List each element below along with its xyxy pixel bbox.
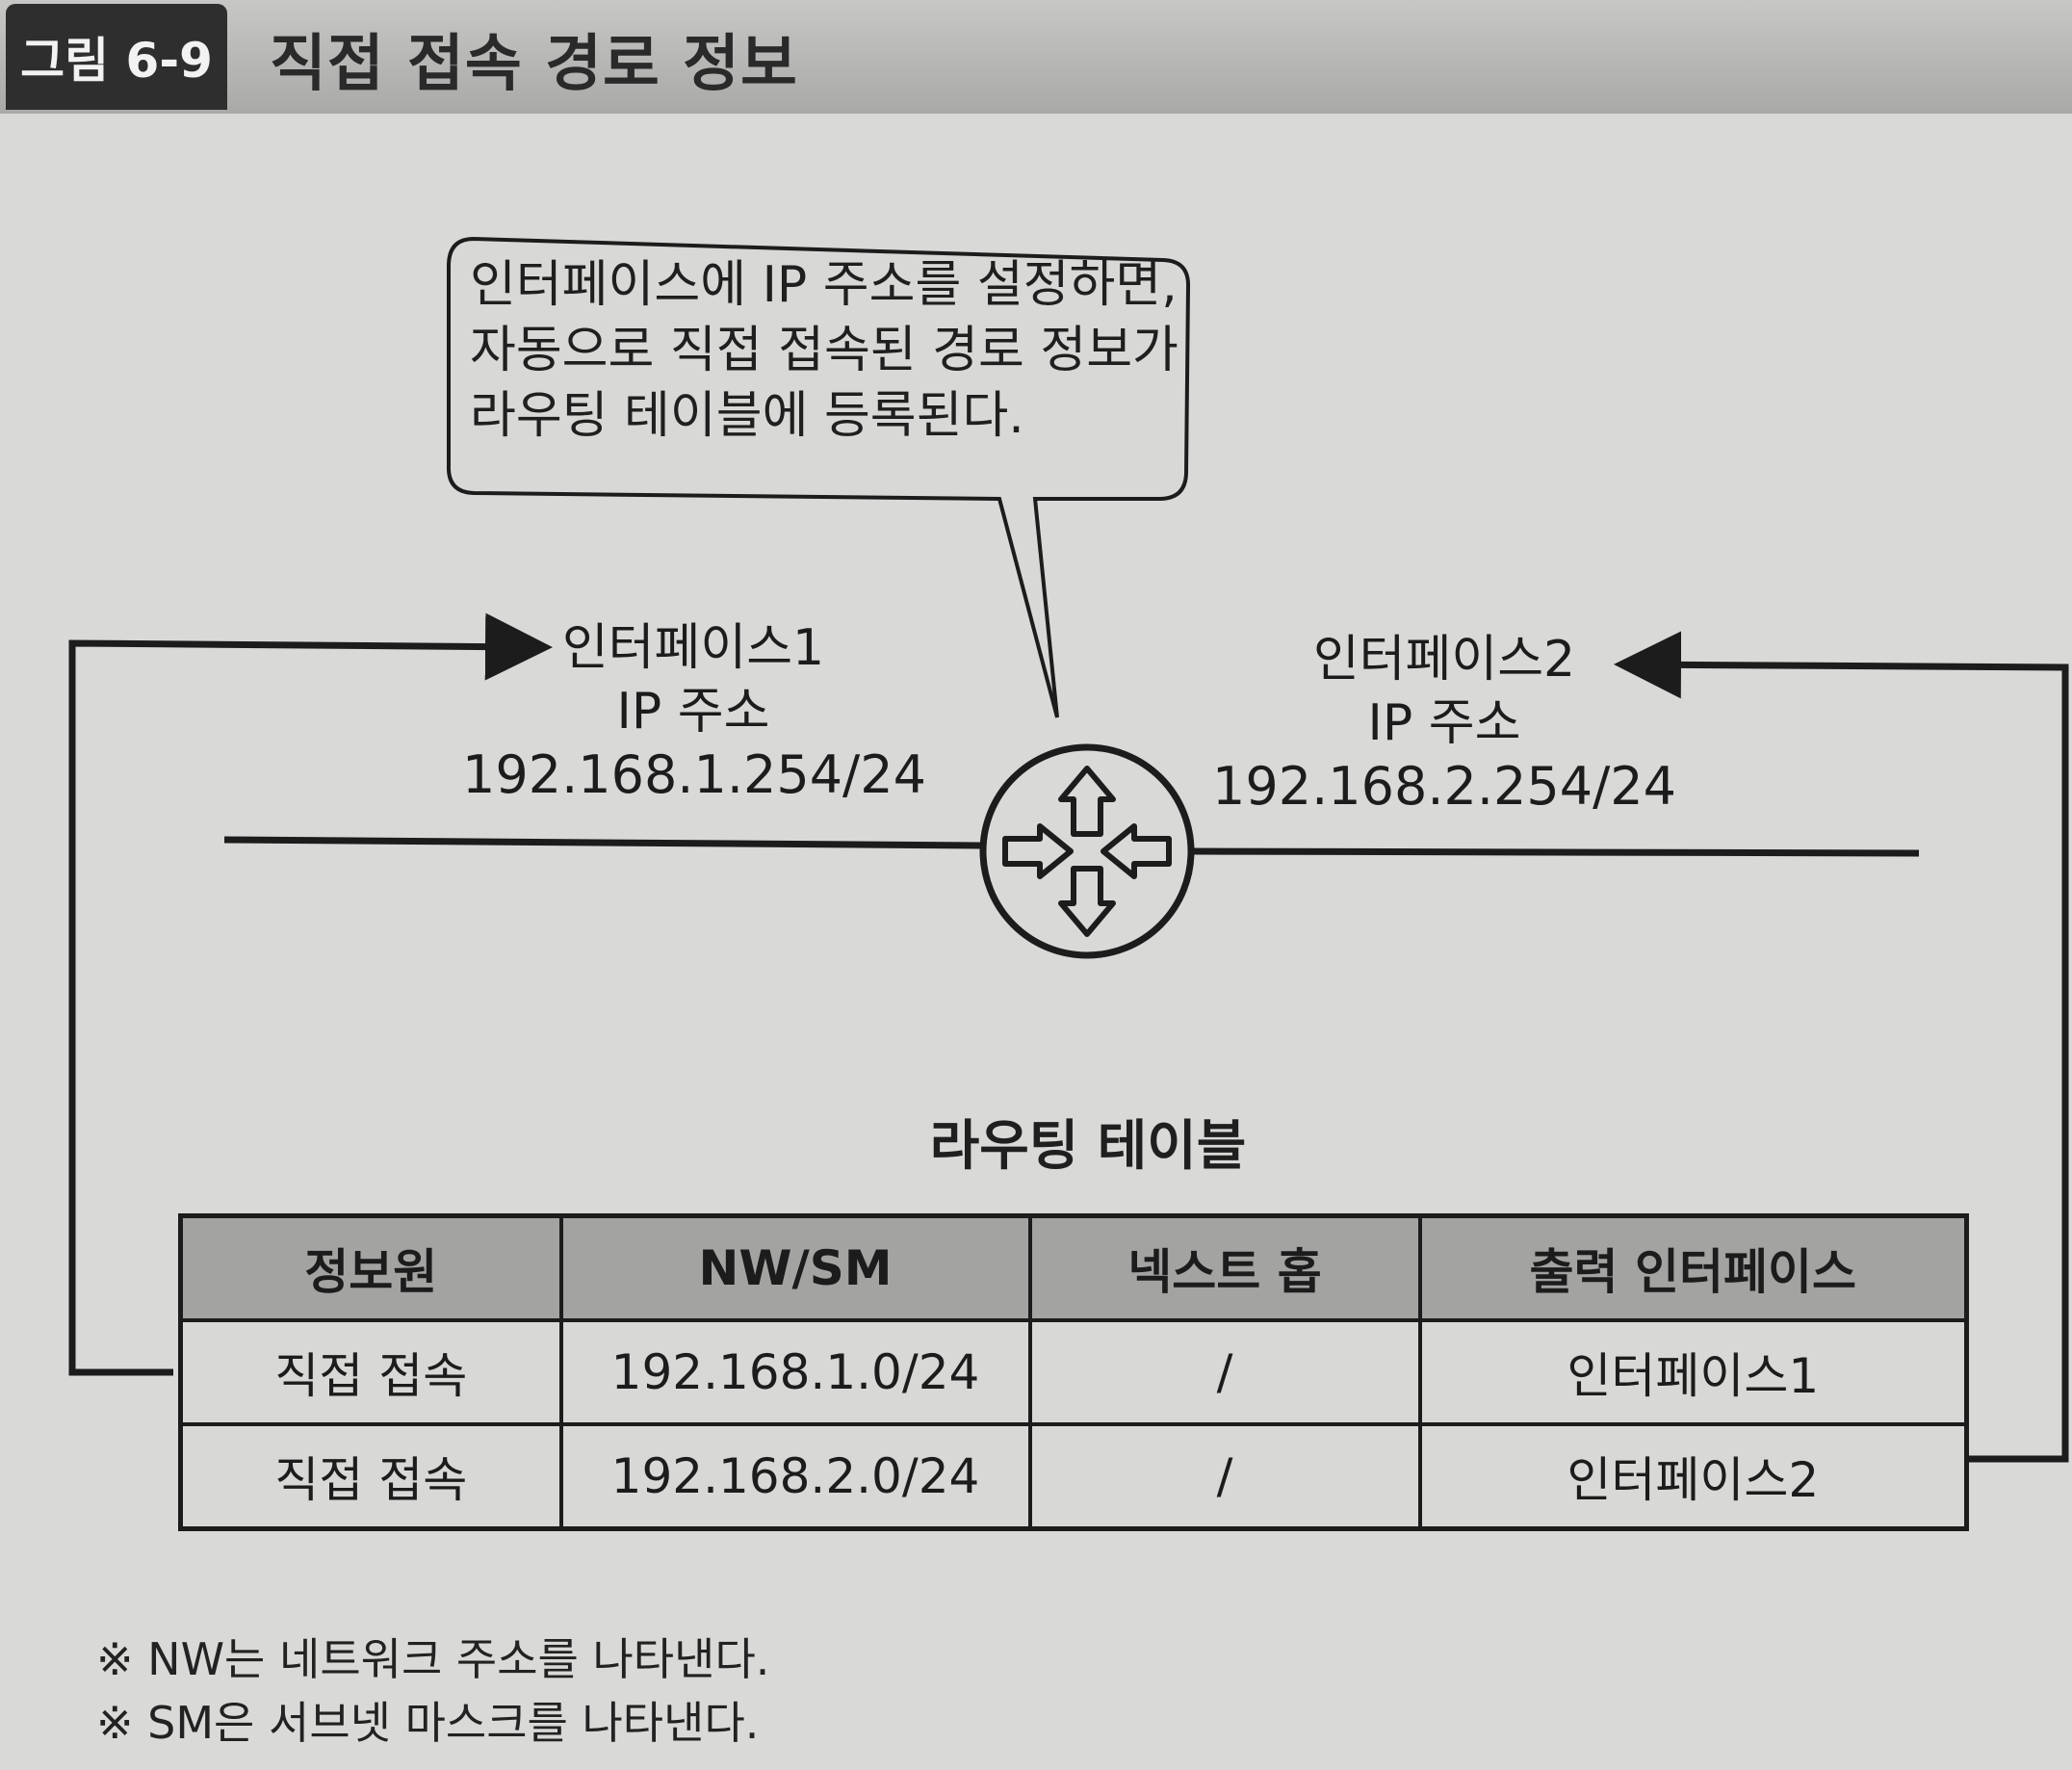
callout-line: 라우팅 테이블에 등록된다. [470,387,1024,445]
routing-table-title: 라우팅 테이블 [929,1115,1247,1178]
callout-line: 자동으로 직접 접속된 경로 정보가 [470,322,1178,379]
cell-source: 직접 접속 [178,1422,563,1531]
connector-arrow-interface2 [1614,631,2069,1463]
interface2-ip: 192.168.2.254/24 [1212,756,1676,817]
callout-line: 인터페이스에 IP 주소를 설정하면, [470,256,1178,314]
cell-next-hop: / [1027,1318,1422,1426]
table-header-row: 정보원 NW/SM 넥스트 홉 출력 인터페이스 [178,1213,1969,1322]
footnotes: ※ NW는 네트워크 주소를 나타낸다. ※ SM은 서브넷 마스크를 나타낸다… [96,1627,769,1755]
header-source: 정보원 [178,1213,563,1322]
footnote: ※ SM은 서브넷 마스크를 나타낸다. [96,1697,760,1749]
cell-next-hop: / [1027,1422,1422,1531]
connector-arrow-interface1 [68,612,553,1376]
routing-table: 정보원 NW/SM 넥스트 홉 출력 인터페이스 직접 접속 192.168.1… [178,1213,1969,1531]
footnote: ※ NW는 네트워크 주소를 나타낸다. [96,1633,770,1685]
interface1-ip: 192.168.1.254/24 [462,744,926,805]
network-line-2 [1191,847,1920,857]
interface2-label: 인터페이스2 IP 주소 192.168.2.254/24 [1208,628,1680,819]
cell-output-interface: 인터페이스1 [1417,1318,1969,1426]
figure-title: 직접 접속 경로 정보 [270,29,798,100]
router-icon [979,743,1195,959]
callout-text: 인터페이스에 IP 주소를 설정하면, 자동으로 직접 접속된 경로 정보가 라… [470,252,1192,449]
header-next-hop: 넥스트 홉 [1027,1213,1422,1322]
header-bar [0,0,2072,114]
figure-tag: 그림 6-9 [6,4,227,110]
interface1-label: 인터페이스1 IP 주소 192.168.1.254/24 [462,616,926,807]
cell-source: 직접 접속 [178,1318,563,1426]
interface2-ip-label: IP 주소 [1367,694,1521,752]
network-line-1 [223,836,983,849]
interface1-name: 인터페이스1 [561,619,825,677]
callout-bubble [446,236,1191,718]
table-row: 직접 접속 192.168.2.0/24 / 인터페이스2 [178,1422,1969,1531]
header-output-interface: 출력 인터페이스 [1417,1213,1969,1322]
header-nw-sm: NW/SM [558,1213,1032,1322]
table-row: 직접 접속 192.168.1.0/24 / 인터페이스1 [178,1318,1969,1426]
interface2-name: 인터페이스2 [1312,631,1576,689]
cell-output-interface: 인터페이스2 [1417,1422,1969,1531]
cell-nw-sm: 192.168.2.0/24 [558,1422,1032,1531]
cell-nw-sm: 192.168.1.0/24 [558,1318,1032,1426]
interface1-ip-label: IP 주소 [616,683,770,741]
